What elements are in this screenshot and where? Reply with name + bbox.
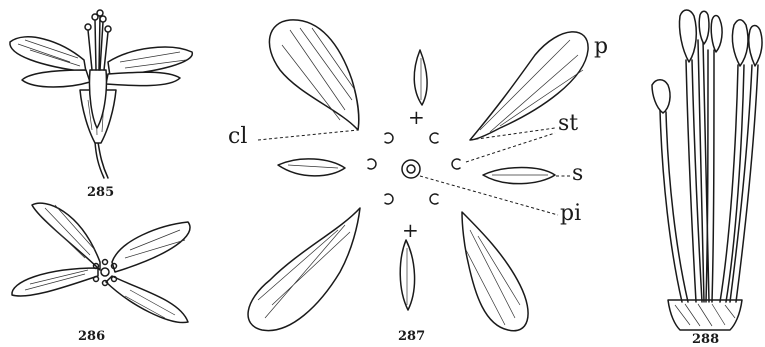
label-sepal: s	[572, 161, 583, 186]
figure-287-number: 287	[398, 329, 425, 344]
pistil-outer	[402, 160, 420, 178]
figure-288: 288	[652, 10, 762, 347]
figure-288-number: 288	[692, 332, 719, 347]
label-petal: p	[594, 34, 608, 59]
figure-285-number: 285	[87, 185, 114, 200]
petal-bottom-right	[462, 212, 528, 331]
sepal-right	[483, 168, 555, 184]
label-pistil: pi	[560, 201, 581, 226]
figure-286: 286	[12, 203, 190, 344]
figure-287: + + cl p st s pi 287	[228, 20, 608, 344]
sepal-bottom	[400, 240, 414, 310]
petal-top-left	[269, 20, 358, 130]
label-stamen: st	[558, 111, 578, 136]
petal-bottom-left	[248, 208, 360, 331]
sepal-left	[278, 159, 345, 176]
pistil-inner	[407, 165, 415, 173]
label-calyx: cl	[228, 124, 247, 149]
figure-285: 285	[10, 10, 192, 200]
plus-symbol-bottom: +	[402, 218, 419, 242]
figure-286-number: 286	[78, 329, 105, 344]
plus-symbol-top: +	[408, 105, 425, 129]
